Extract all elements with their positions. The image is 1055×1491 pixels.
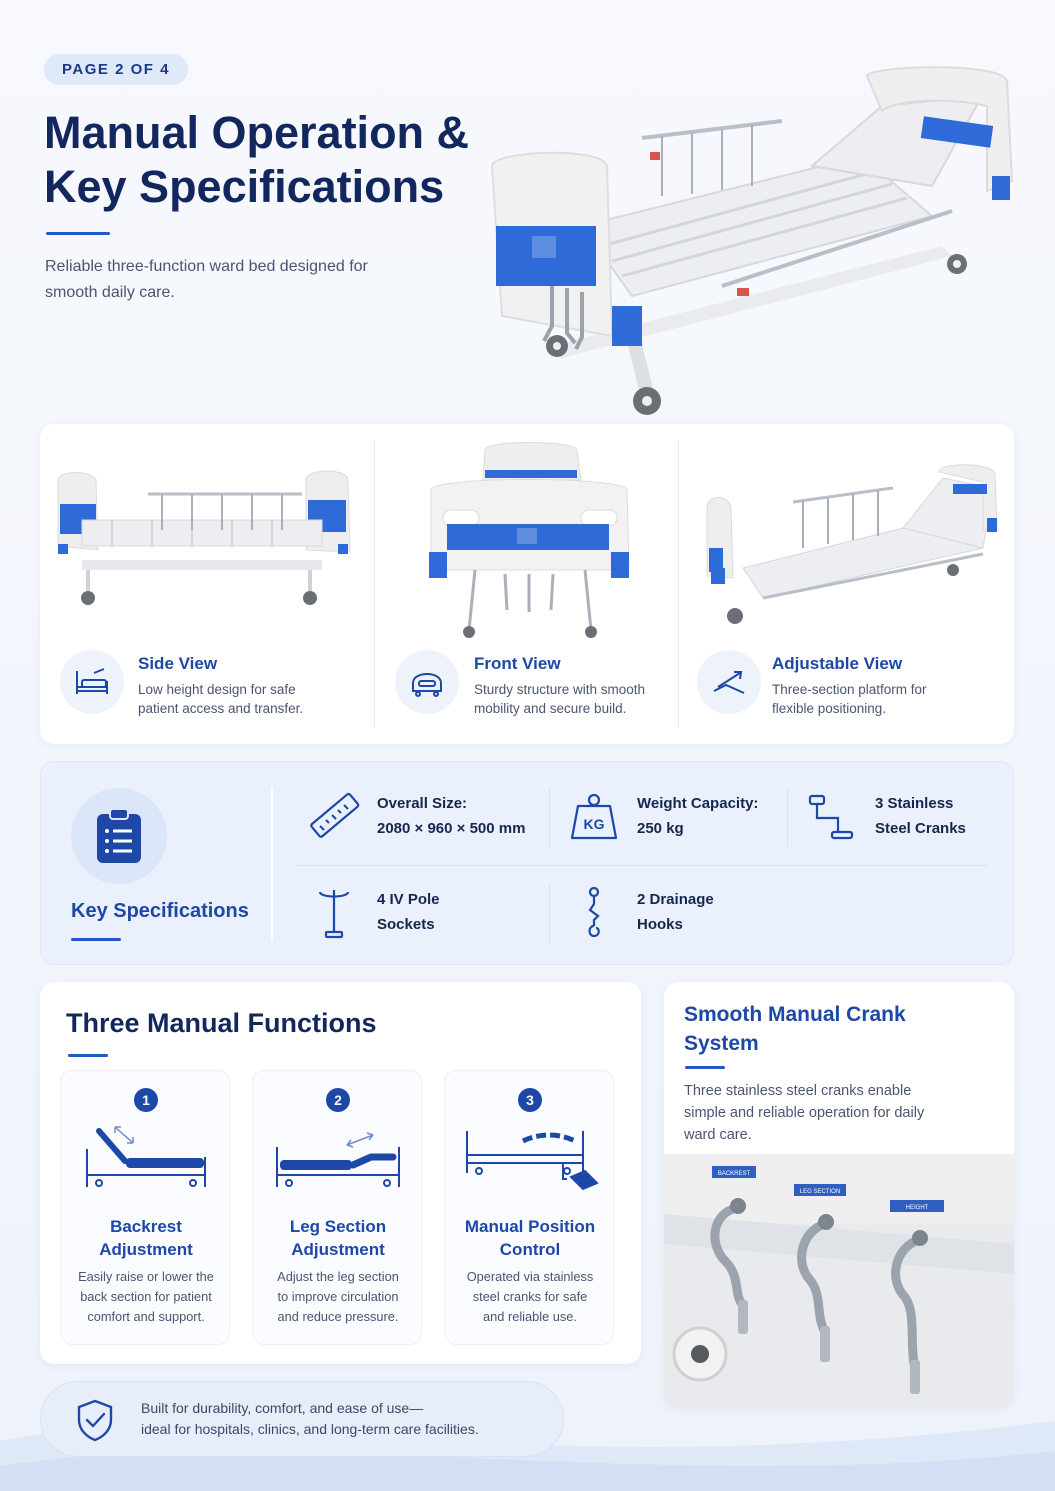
incline-icon xyxy=(697,650,761,714)
function-name: Manual Position xyxy=(464,1217,596,1236)
clipboard-icon xyxy=(71,788,167,884)
view-front: Front View Sturdy structure with smooth … xyxy=(375,424,678,744)
crank-desc: Three stainless steel cranks enable simp… xyxy=(684,1083,925,1143)
page-title: Manual Operation & Key Specifications xyxy=(44,107,470,212)
weight-icon-text: KG xyxy=(584,816,605,832)
banner-line: ideal for hospitals, clinics, and long-t… xyxy=(141,1421,479,1437)
manual-position-icon xyxy=(466,1131,599,1191)
function-desc: and reduce pressure. xyxy=(277,1309,399,1324)
view-desc: Three-section platform for flexible posi… xyxy=(772,682,927,716)
view-title: Front View xyxy=(474,654,561,673)
function-name: Adjustment xyxy=(291,1240,385,1259)
specs-title: Key Specifications xyxy=(71,900,249,922)
function-desc: Easily raise or lower the xyxy=(78,1269,214,1284)
crank-title: Smooth Manual Crank System xyxy=(684,1003,906,1055)
divider xyxy=(549,884,550,942)
crank-label-height: HEIGHT xyxy=(906,1205,929,1211)
specs-rule xyxy=(71,938,121,941)
iv-pole-icon xyxy=(299,882,369,942)
shield-check-icon xyxy=(77,1399,113,1442)
crank-label-leg-section: LEG SECTION xyxy=(800,1189,840,1195)
spec-value: Hooks xyxy=(637,916,683,933)
spec-value: 250 kg xyxy=(637,820,684,837)
view-title: Side View xyxy=(138,654,218,673)
backrest-icon xyxy=(86,1126,206,1187)
function-number: 3 xyxy=(518,1088,542,1112)
spec-weight-capacity: KG Weight Capacity: 250 kg xyxy=(559,786,758,846)
crank-icon xyxy=(797,786,867,846)
function-desc: and reliable use. xyxy=(483,1309,577,1324)
function-number: 2 xyxy=(326,1088,350,1112)
spec-label: 2 Drainage xyxy=(637,891,714,908)
spec-overall-size: Overall Size: 2080 × 960 × 500 mm xyxy=(299,786,525,846)
function-name: Leg Section xyxy=(289,1217,387,1236)
hero-bed-image xyxy=(490,66,1014,415)
divider xyxy=(297,865,987,866)
spec-value: Steel Cranks xyxy=(875,820,966,837)
banner-line: Built for durability, comfort, and ease … xyxy=(141,1400,424,1416)
function-desc: steel cranks for safe xyxy=(472,1289,588,1304)
adjustable-view-image xyxy=(706,464,998,624)
view-adjustable: Adjustable View Three-section platform f… xyxy=(679,424,1014,744)
divider xyxy=(271,786,273,942)
function-desc: Operated via stainless xyxy=(466,1269,594,1284)
divider xyxy=(787,788,788,846)
views-card: Side View Low height design for safe pat… xyxy=(40,424,1014,744)
function-desc: to improve circulation xyxy=(277,1289,399,1304)
spec-label: Weight Capacity: xyxy=(637,795,759,812)
divider xyxy=(678,440,679,728)
spec-value: Sockets xyxy=(377,916,435,933)
spec-label: Overall Size: xyxy=(377,795,468,812)
crank-label-backrest: BACKREST xyxy=(718,1171,751,1177)
durability-banner: Built for durability, comfort, and ease … xyxy=(40,1381,564,1457)
functions-rule xyxy=(68,1054,108,1057)
spec-label: 4 IV Pole xyxy=(377,891,440,908)
title-rule xyxy=(46,232,110,235)
function-name: Backrest xyxy=(110,1217,182,1236)
spec-value: 2080 × 960 × 500 mm xyxy=(377,820,526,837)
side-view-image xyxy=(57,470,351,605)
bed-front-icon xyxy=(395,650,459,714)
divider xyxy=(374,440,375,728)
weight-icon: KG xyxy=(559,786,629,846)
view-desc: Sturdy structure with smooth mobility an… xyxy=(474,682,646,716)
function-desc: back section for patient xyxy=(80,1289,212,1304)
divider xyxy=(549,788,550,846)
view-side: Side View Low height design for safe pat… xyxy=(40,424,374,744)
specs-card: Key Specifications Overall Size: 2080 × 9… xyxy=(40,761,1014,965)
crank-photo: BACKREST LEG SECTION HEIGHT xyxy=(664,1154,1014,1408)
function-desc: Adjust the leg section xyxy=(277,1269,399,1284)
function-name: Control xyxy=(499,1240,561,1259)
function-name: Adjustment xyxy=(99,1240,193,1259)
leg-section-icon xyxy=(276,1132,400,1187)
page-badge: PAGE 2 OF 4 xyxy=(44,54,188,85)
crank-card: Smooth Manual Crank System Three stainle… xyxy=(664,982,1014,1408)
view-title: Adjustable View xyxy=(772,654,903,673)
function-desc: comfort and support. xyxy=(87,1309,205,1324)
function-number: 1 xyxy=(134,1088,158,1112)
ruler-icon xyxy=(299,786,369,846)
page-subtitle: Reliable three-function ward bed designe… xyxy=(45,258,368,301)
front-view-image xyxy=(429,442,630,638)
view-desc: Low height design for safe patient acces… xyxy=(138,682,304,716)
functions-title: Three Manual Functions xyxy=(66,1008,377,1038)
hook-icon xyxy=(559,882,629,942)
bed-icon xyxy=(60,650,124,714)
crank-rule xyxy=(685,1066,725,1069)
spec-label: 3 Stainless xyxy=(875,795,954,812)
